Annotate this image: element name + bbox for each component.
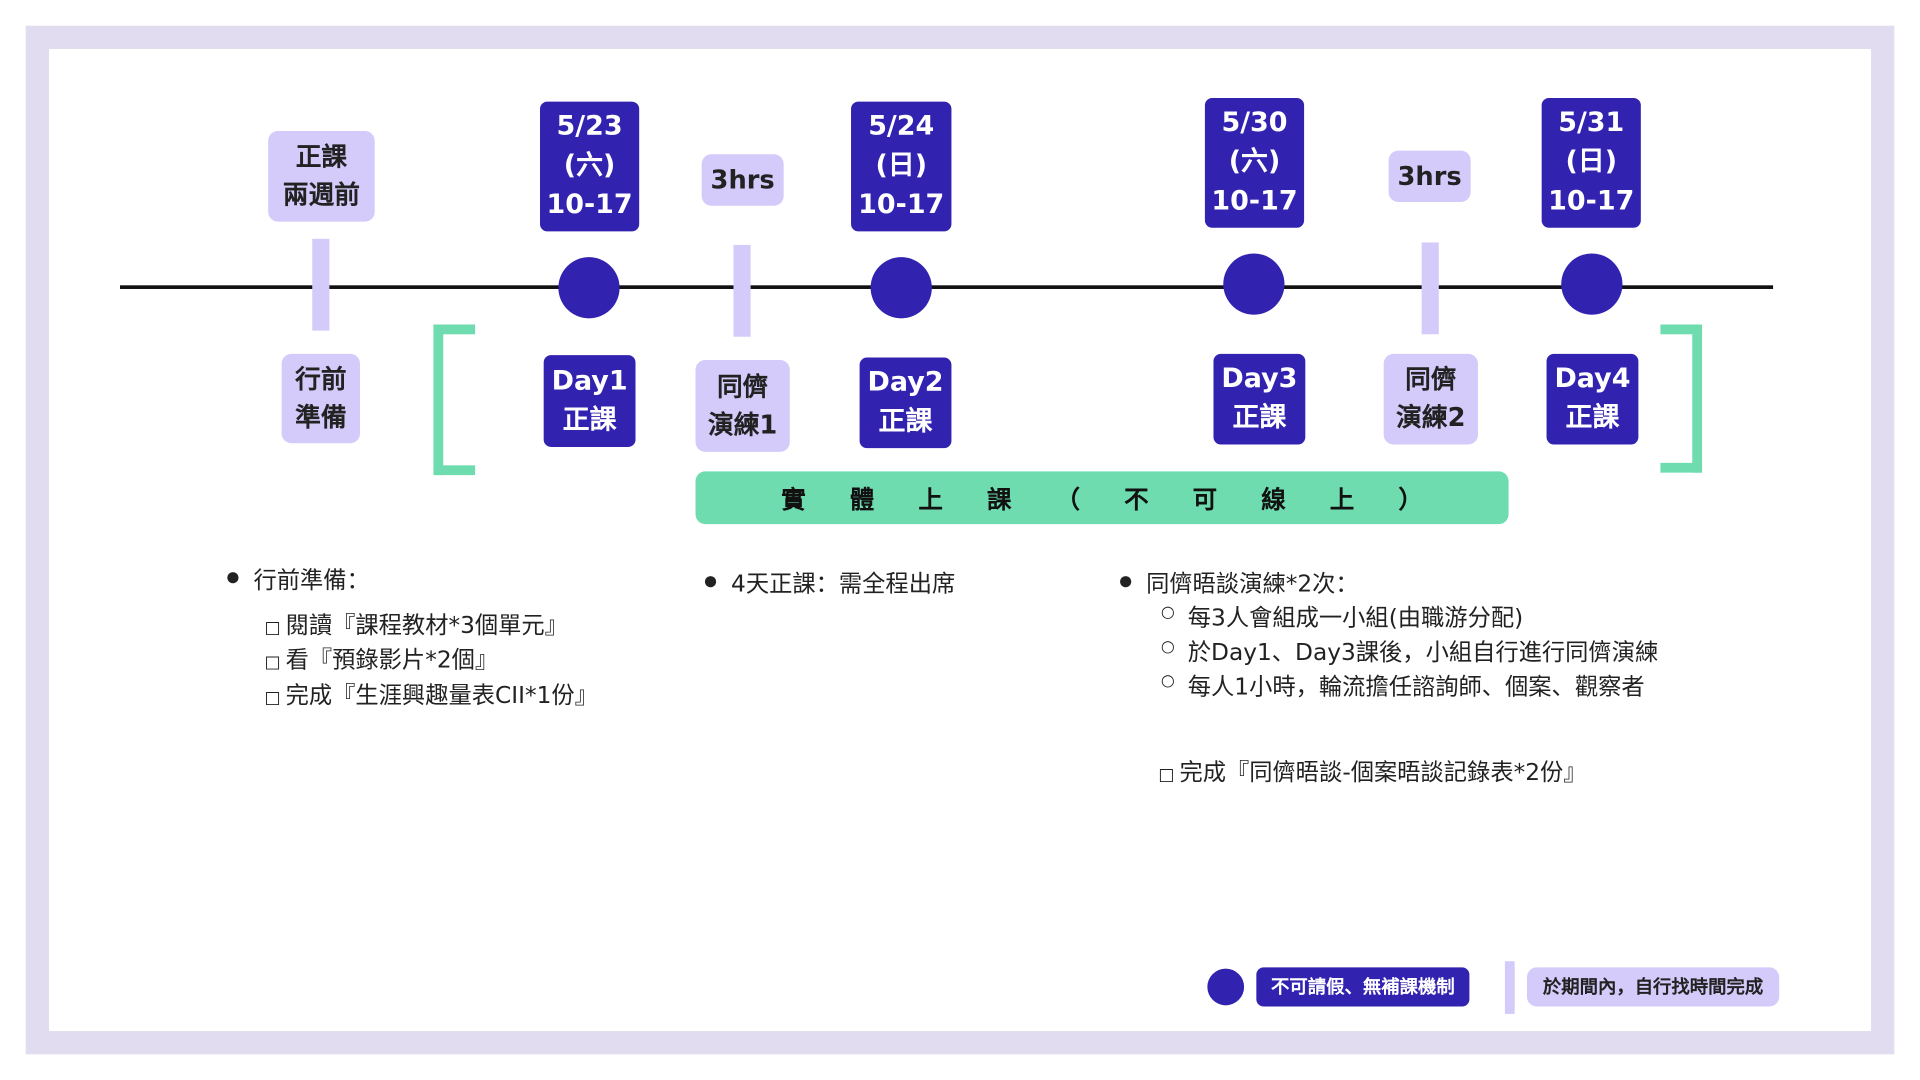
left-bracket [433, 324, 476, 476]
label-line: 同儕 [1405, 364, 1457, 395]
label-line: Day1 [551, 365, 628, 397]
practice-note-item: 每3人會組成一小組(由職游分配) [1161, 600, 1523, 633]
date: 5/30 [1221, 107, 1288, 139]
right-bracket [1660, 324, 1703, 473]
label-line: Day2 [867, 367, 944, 398]
legend-dot-icon [1207, 968, 1245, 1006]
day2-date-label: 5/24 (日) 10-17 [851, 101, 952, 232]
day1-dot [558, 257, 620, 319]
prep-marker [312, 238, 330, 331]
day3-date-label: 5/30 (六) 10-17 [1204, 97, 1305, 228]
label-line: 正課 [878, 406, 933, 438]
hours: 3hrs [1397, 161, 1462, 191]
practice-notes-title: 同儕晤談演練*2次： [1119, 566, 1358, 599]
prep-notes-title: 行前準備： [227, 562, 370, 595]
label-line: 正課 [562, 404, 617, 436]
label-line: 準備 [295, 402, 347, 432]
hours: 3hrs [710, 164, 775, 195]
label-line: 正課 [1565, 402, 1620, 434]
legend-label: 不可請假、無補課機制 [1271, 975, 1455, 998]
date: 5/31 [1558, 107, 1625, 139]
practice1-label: 同儕 演練1 [695, 360, 790, 452]
practice2-marker [1421, 242, 1439, 335]
prep-note-item: 閱讀『課程教材*3個單元』 [264, 607, 568, 640]
weekday: (日) [875, 150, 928, 182]
label-line: 正課 [295, 142, 348, 172]
time: 10-17 [546, 189, 633, 221]
practice-note-item: 每人1小時，輪流擔任諮詢師、個案、觀察者 [1161, 669, 1645, 702]
label-line: Day3 [1221, 363, 1298, 395]
legend-mandatory: 不可請假、無補課機制 [1256, 967, 1470, 1007]
date: 5/24 [868, 111, 935, 143]
day4-label: Day4 正課 [1546, 353, 1639, 445]
weekday: (六) [563, 150, 616, 182]
prep-note-item: 完成『生涯興趣量表CII*1份』 [264, 677, 598, 710]
date: 5/23 [556, 111, 623, 143]
prep-timing-label: 正課 兩週前 [268, 131, 375, 222]
weekday: (日) [1565, 146, 1618, 178]
label-line: 演練1 [707, 409, 778, 439]
label-line: Day4 [1554, 363, 1631, 395]
day4-dot [1561, 253, 1623, 315]
day3-dot [1223, 253, 1285, 315]
legend-flexible: 於期間內，自行找時間完成 [1526, 967, 1780, 1007]
course-note: 4天正課：需全程出席 [704, 566, 955, 599]
label-line: 行前 [295, 364, 347, 394]
practice1-hours: 3hrs [701, 154, 784, 206]
day4-date-label: 5/31 (日) 10-17 [1541, 97, 1641, 228]
time: 10-17 [1548, 186, 1635, 217]
day1-date-label: 5/23 (六) 10-17 [540, 101, 640, 232]
practice1-marker [733, 244, 751, 337]
legend-bar-icon [1504, 961, 1515, 1014]
in-person-banner: 實體上課（不可線上） [695, 471, 1509, 525]
day2-label: Day2 正課 [859, 357, 952, 449]
label-line: 同儕 [716, 371, 769, 402]
label-line: 演練2 [1396, 402, 1466, 433]
legend-label: 於期間內，自行找時間完成 [1542, 975, 1764, 998]
weekday: (六) [1228, 146, 1281, 178]
day2-dot [870, 257, 932, 319]
label-line: 正課 [1232, 402, 1287, 434]
timeline-axis [120, 285, 1774, 289]
practice-task: 完成『同儕晤談-個案晤談記錄表*2份』 [1158, 754, 1586, 787]
practice-note-item: 於Day1、Day3課後，小組自行進行同儕演練 [1161, 634, 1658, 667]
practice2-hours: 3hrs [1388, 150, 1471, 203]
label-line: 兩週前 [282, 180, 361, 210]
day1-label: Day1 正課 [543, 355, 636, 447]
time: 10-17 [858, 189, 945, 221]
practice2-label: 同儕 演練2 [1383, 353, 1478, 445]
prep-label: 行前 準備 [281, 353, 361, 444]
time: 10-17 [1211, 186, 1298, 217]
prep-note-item: 看『預錄影片*2個』 [264, 642, 499, 675]
day3-label: Day3 正課 [1213, 353, 1306, 445]
